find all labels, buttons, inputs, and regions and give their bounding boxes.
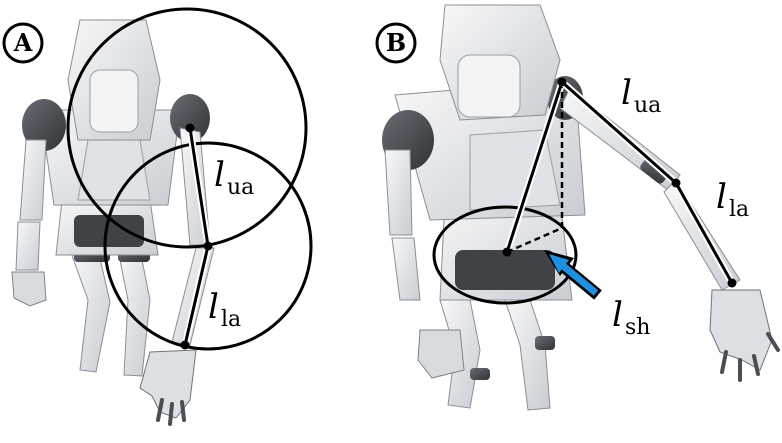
label-upper-arm-a: l ua <box>214 155 254 200</box>
label-subscript: sh <box>625 315 650 340</box>
label-symbol: l <box>612 295 623 335</box>
pelvis-center-joint <box>502 247 512 257</box>
label-lower-arm-b: l la <box>716 177 749 222</box>
shoulder-joint <box>185 123 195 133</box>
panel-badge-a: A <box>2 22 44 64</box>
panel-b: B l ua l la l sh <box>375 4 780 411</box>
label-symbol: l <box>208 287 219 327</box>
reach-circle-lower <box>103 141 313 351</box>
label-symbol: l <box>716 177 727 217</box>
elbow-joint <box>203 241 213 251</box>
reach-circle-upper <box>66 7 308 249</box>
pointer-arrow-icon <box>544 250 602 300</box>
wrist-joint <box>180 340 190 350</box>
wrist-joint <box>727 278 737 288</box>
label-subscript: ua <box>634 93 661 118</box>
elbow-joint <box>671 178 681 188</box>
pelvis-ellipse <box>432 205 578 305</box>
label-lower-arm-a: l la <box>208 287 241 332</box>
panel-badge-b: B <box>375 22 417 64</box>
shoulder-joint <box>557 77 567 87</box>
label-subscript: la <box>729 197 749 222</box>
panel-a: A l ua l la <box>2 7 313 426</box>
label-symbol: l <box>621 73 632 113</box>
label-shoulder-b: l sh <box>612 295 650 340</box>
horizontal-projection-line <box>506 226 563 254</box>
label-subscript: ua <box>227 175 254 200</box>
panel-badge-label: A <box>13 28 33 57</box>
panel-badge-label: B <box>386 28 406 57</box>
label-upper-arm-b: l ua <box>621 73 661 118</box>
label-subscript: la <box>221 307 241 332</box>
label-symbol: l <box>214 155 225 195</box>
